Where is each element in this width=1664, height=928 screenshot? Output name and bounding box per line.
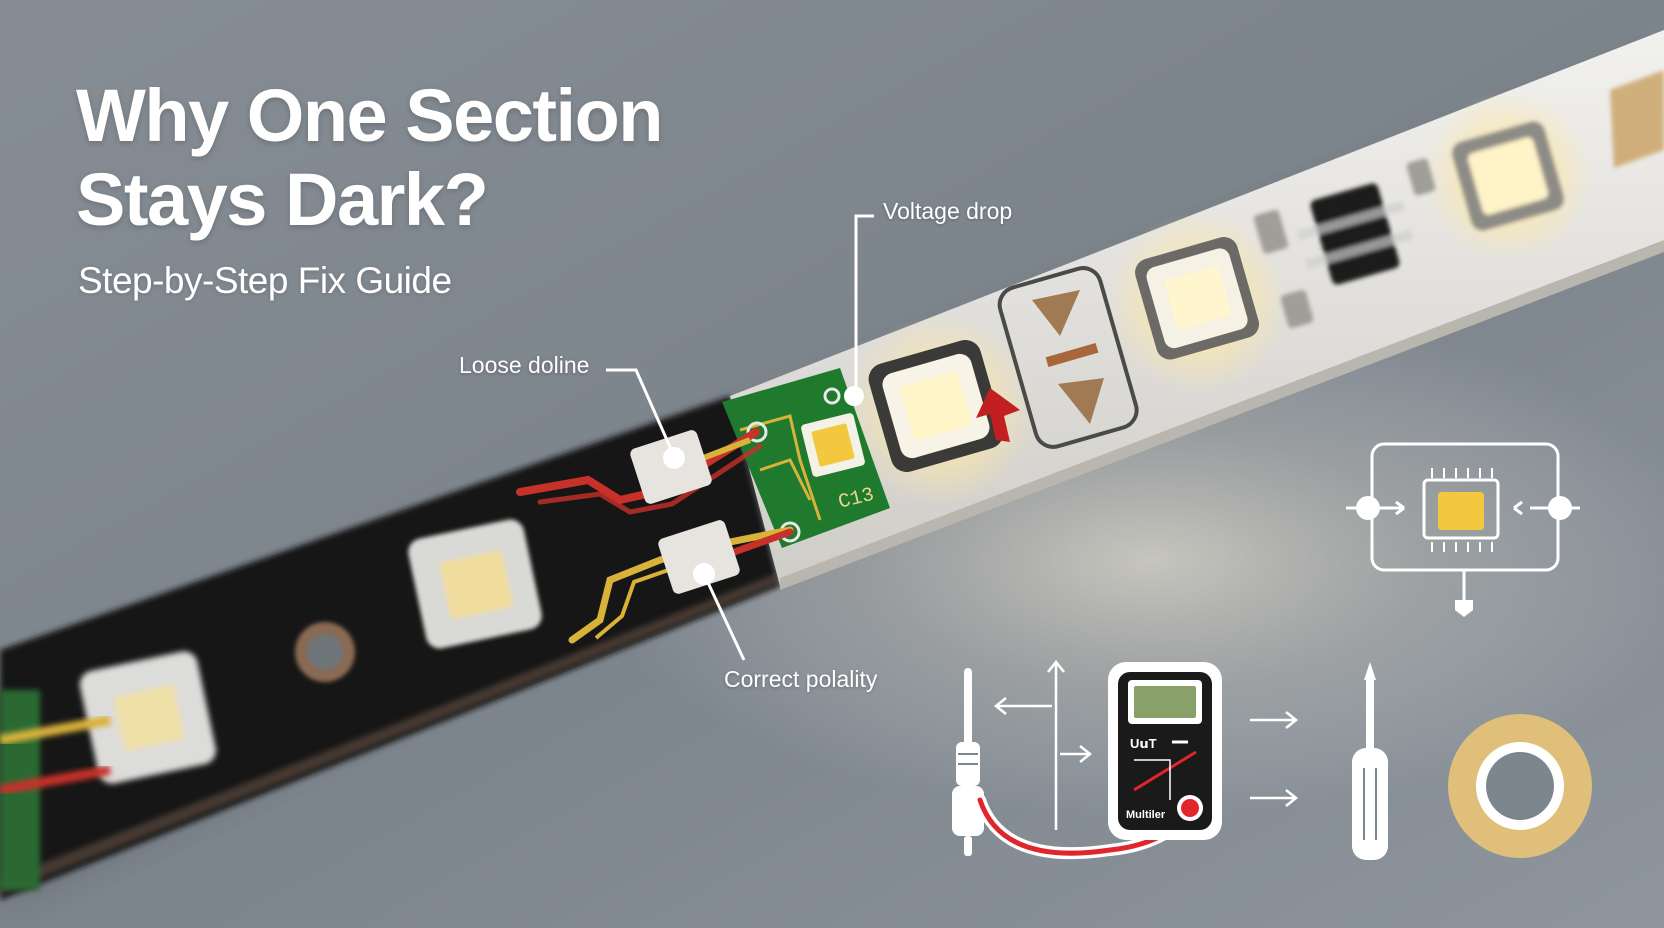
wires [516, 428, 794, 644]
callout-dot-voltage [844, 386, 864, 406]
title-line-1: Why One Section [76, 74, 664, 157]
multimeter-icon: U𝘂T Multiler [974, 662, 1222, 860]
lit-led [1108, 212, 1288, 392]
pcb-connector-board: C13 [722, 368, 890, 548]
callout-voltage-drop: Voltage drop [883, 198, 1013, 224]
wire-connector [658, 520, 740, 594]
lit-led [845, 315, 1035, 505]
callout-loose-connection: Loose doline [459, 352, 590, 378]
soldering-iron-icon [952, 668, 984, 856]
dark-led [408, 519, 542, 649]
multimeter-brand-label: Multiler [1126, 809, 1166, 821]
cut-arrow-red [976, 388, 1020, 442]
solder-tape-ring-icon [1448, 714, 1592, 858]
multimeter-display-label: U𝘂T [1130, 736, 1157, 751]
strip-dark-section [0, 396, 782, 900]
probe-guide-lines [993, 659, 1093, 830]
callout-lines [606, 214, 874, 661]
cut-pads [997, 266, 1139, 449]
strip-lit-section [730, 30, 1664, 590]
page-title: Why One Section Stays Dark? [76, 74, 664, 242]
lit-led [1423, 91, 1593, 261]
subtitle: Step-by-Step Fix Guide [78, 260, 452, 301]
callout-dot-polarity [693, 563, 715, 585]
dark-led [79, 651, 216, 784]
driver-ic [1296, 183, 1414, 285]
title-line-2: Stays Dark? [76, 158, 489, 241]
arrow-right-icon [1250, 711, 1299, 807]
callout-dot-loose [663, 447, 685, 469]
screwdriver-icon [1352, 662, 1388, 860]
callout-correct-polarity: Correct polality [724, 666, 878, 692]
